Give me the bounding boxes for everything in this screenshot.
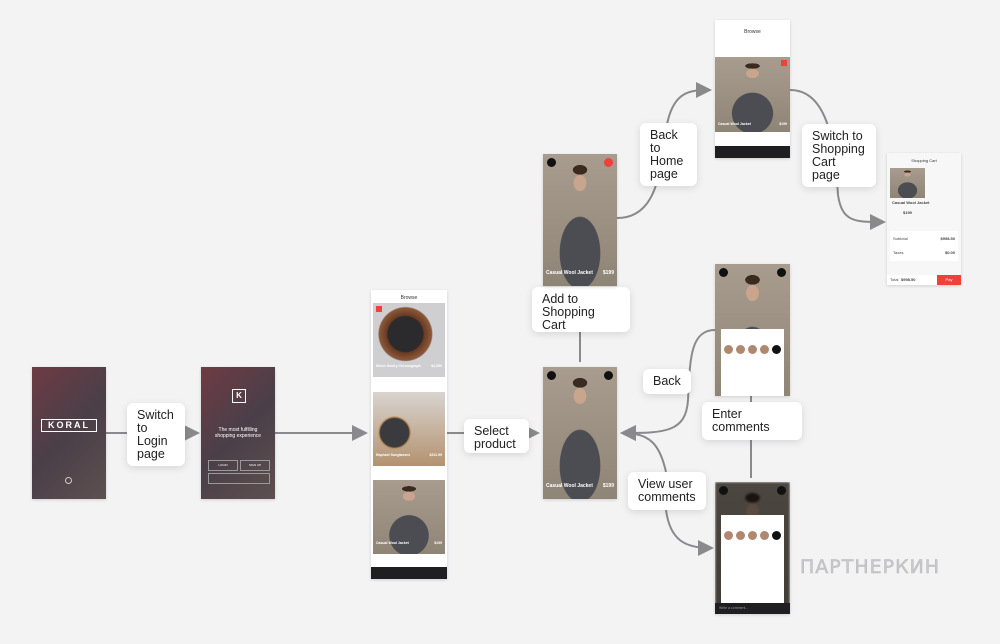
total-label: Total	[890, 277, 899, 282]
product-price: $199	[602, 483, 614, 489]
comments-sheet	[721, 515, 784, 603]
label-select-product: Select product	[464, 419, 529, 453]
facebook-button[interactable]	[208, 473, 270, 484]
back-icon[interactable]	[547, 371, 556, 380]
subtotal-value: $998.50	[940, 236, 955, 241]
screen-browse-list[interactable]: Browse Nixon Sentry Chronograph $2,550 R…	[371, 290, 447, 579]
product-price: $2,550	[431, 364, 442, 368]
total-value: $998.50	[901, 277, 916, 282]
product-card[interactable]: Casual Wool Jacket $199	[715, 57, 790, 132]
product-price: $199	[779, 122, 787, 126]
screen-comments-preview[interactable]	[715, 264, 790, 396]
connector-back	[620, 329, 716, 441]
screen-comments-full[interactable]: Write a comment...	[715, 482, 790, 614]
product-name: Casual Wool Jacket	[376, 541, 409, 545]
login-button[interactable]: LOGIN	[208, 460, 238, 471]
product-name: Casual Wool Jacket	[546, 483, 593, 489]
back-icon[interactable]	[719, 486, 728, 495]
cart-title: Shopping Cart	[911, 158, 937, 163]
back-icon[interactable]	[719, 268, 728, 277]
favorite-icon[interactable]	[376, 306, 382, 312]
label-switch-login: Switch to Login page	[127, 403, 185, 466]
screen-login[interactable]: K The most fulfilling shopping experienc…	[201, 367, 275, 499]
splash-logo: KORAL	[41, 419, 97, 432]
screen-shopping-cart[interactable]: Shopping Cart Casual Wool Jacket $199 Su…	[887, 153, 961, 285]
cart-icon-active[interactable]	[604, 158, 613, 167]
product-name: Nixon Sentry Chronograph	[376, 364, 421, 368]
cart-item-price: $199	[903, 210, 912, 215]
product-card[interactable]: Casual Wool Jacket $199	[373, 480, 445, 554]
browse-title: Browse	[400, 295, 418, 301]
signup-button[interactable]: SIGN UP	[240, 460, 270, 471]
taxes-label: Taxes	[893, 250, 904, 255]
login-tagline: The most fulfilling shopping experience	[214, 427, 262, 439]
label-enter-comments: Enter comments	[702, 402, 802, 440]
screen-browse-home[interactable]: Browse Casual Wool Jacket $199	[715, 20, 790, 158]
product-name: Casual Wool Jacket	[546, 270, 593, 276]
screen-product-added[interactable]: Casual Wool Jacket $199	[543, 154, 617, 286]
tab-bar[interactable]	[715, 146, 790, 158]
tab-bar[interactable]	[371, 567, 447, 579]
comments-sheet	[721, 329, 784, 396]
pay-button[interactable]: Pay	[937, 275, 961, 285]
product-name: Casual Wool Jacket	[718, 122, 751, 126]
product-name: Raphael Sunglasses	[376, 453, 411, 457]
connector-view-comments-down	[665, 509, 714, 556]
taxes-value: $0.00	[944, 250, 955, 255]
screen-splash[interactable]: KORAL	[32, 367, 106, 499]
comment-input[interactable]: Write a comment...	[715, 603, 790, 614]
cart-badge-icon[interactable]	[781, 60, 787, 66]
cart-icon[interactable]	[777, 268, 786, 277]
label-view-comments: View user comments	[628, 472, 706, 510]
product-card[interactable]: Raphael Sunglasses $211.99	[373, 392, 445, 466]
loading-icon	[65, 477, 72, 484]
watermark: ПАРТНЕРКИН	[800, 556, 941, 579]
follower-avatars	[721, 527, 784, 545]
login-logo: K	[232, 389, 246, 403]
product-price: $199	[434, 541, 442, 545]
screen-product-detail[interactable]: Casual Wool Jacket $199	[543, 367, 617, 499]
label-back-home: Back to Home page	[640, 123, 697, 186]
follower-avatars	[721, 341, 784, 359]
label-switch-cart: Switch to Shopping Cart page	[802, 124, 876, 187]
label-add-to-cart: Add to Shopping Cart	[532, 287, 630, 332]
subtotal-label: Subtotal	[893, 236, 908, 241]
browse-title: Browse	[744, 29, 761, 35]
product-card[interactable]: Nixon Sentry Chronograph $2,550	[373, 303, 445, 377]
label-back: Back	[643, 369, 691, 394]
back-icon[interactable]	[547, 158, 556, 167]
product-price: $211.99	[429, 453, 442, 457]
cart-icon[interactable]	[777, 486, 786, 495]
cart-icon[interactable]	[604, 371, 613, 380]
connector-view-comments	[620, 425, 667, 473]
product-price: $199	[602, 270, 614, 276]
cart-item-name: Casual Wool Jacket	[892, 200, 930, 205]
